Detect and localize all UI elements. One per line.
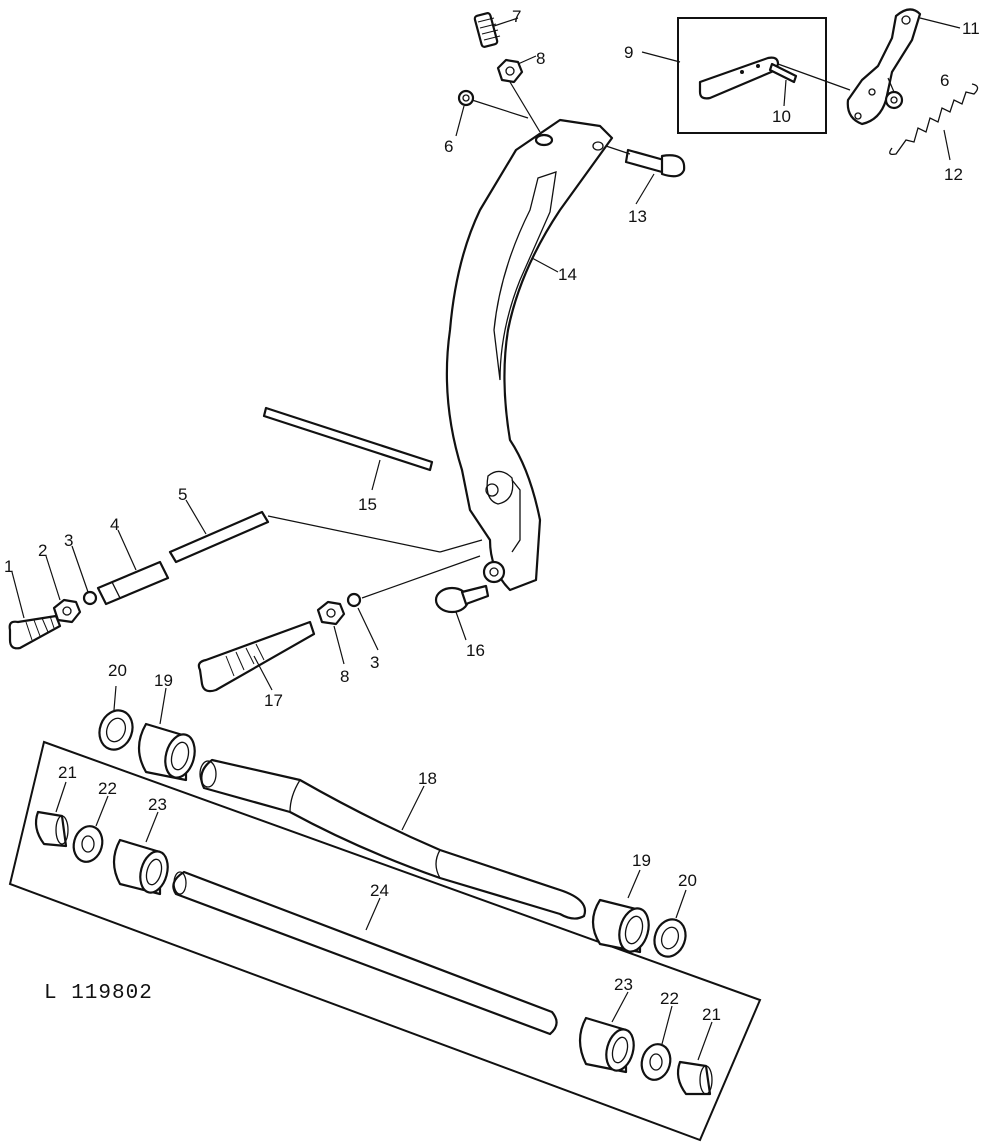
part-20-seal-left — [98, 709, 134, 751]
part-3-clip-mid — [346, 592, 362, 608]
callout-20-left: 20 — [108, 661, 127, 680]
part-22-nut-right — [640, 1043, 672, 1081]
callout-23-left: 23 — [148, 795, 167, 814]
inset-box — [677, 17, 827, 134]
callout-4: 4 — [110, 515, 119, 534]
callout-13: 13 — [628, 207, 647, 226]
part-20-seal-right — [653, 918, 687, 958]
part-4-sleeve — [96, 560, 170, 606]
part-23-bushing-left — [112, 838, 169, 896]
callout-19-right: 19 — [632, 851, 651, 870]
callout-2: 2 — [38, 541, 47, 560]
callout-24: 24 — [370, 881, 389, 900]
part-21-cap-right — [676, 1060, 713, 1096]
callout-3-mid: 3 — [370, 653, 379, 672]
callout-21-right: 21 — [702, 1005, 721, 1024]
callout-15: 15 — [358, 495, 377, 514]
callout-3: 3 — [64, 531, 73, 550]
part-19-bushing-left — [137, 722, 196, 782]
part-23-bushing-right — [578, 1016, 635, 1074]
part-15-rod — [262, 406, 434, 472]
callout-19-left: 19 — [154, 671, 173, 690]
callout-10: 10 — [772, 107, 791, 126]
callout-12: 12 — [944, 165, 963, 184]
part-6-clip-right — [884, 90, 904, 110]
callout-20-right: 20 — [678, 871, 697, 890]
part-18-shaft — [199, 758, 587, 920]
callout-22-right: 22 — [660, 989, 679, 1008]
part-10-pin — [768, 62, 798, 84]
callout-9: 9 — [624, 43, 633, 62]
part-5-rod — [168, 510, 270, 564]
part-13-bolt — [624, 148, 686, 178]
callout-1: 1 — [4, 557, 13, 576]
part-14-arm — [445, 118, 614, 592]
part-6-clip-left — [457, 89, 475, 107]
part-22-nut-left — [72, 825, 104, 863]
part-16-pin — [434, 584, 490, 614]
lower-box — [8, 740, 762, 1142]
part-12-spring — [889, 83, 979, 156]
part-11-lever — [846, 8, 922, 126]
part-1-bolt — [8, 614, 62, 650]
part-3-clip-left — [82, 590, 98, 606]
part-9-plate — [698, 56, 780, 100]
leader-lines — [11, 17, 961, 1061]
part-19-bushing-right — [591, 898, 650, 954]
part-21-cap-left — [34, 810, 69, 848]
callout-16: 16 — [466, 641, 485, 660]
callout-labels: 1 2 3 4 5 7 8 6 9 10 11 6 12 13 14 15 16… — [4, 7, 980, 1024]
callout-5: 5 — [178, 485, 187, 504]
part-8-nut-top — [496, 58, 524, 84]
part-24-shaft — [172, 870, 558, 1036]
callout-6: 6 — [444, 137, 453, 156]
callout-17: 17 — [264, 691, 283, 710]
callout-21-left: 21 — [58, 763, 77, 782]
part-8-nut-mid — [316, 600, 346, 626]
part-7-setscrew — [473, 12, 501, 48]
callout-8-mid: 8 — [340, 667, 349, 686]
callout-22-left: 22 — [98, 779, 117, 798]
callout-7: 7 — [512, 7, 521, 26]
callout-23-right: 23 — [614, 975, 633, 994]
callout-14: 14 — [558, 265, 577, 284]
callout-11: 11 — [962, 19, 980, 38]
callout-8: 8 — [536, 49, 545, 68]
figure-code: L 119802 — [44, 982, 153, 1005]
part-2-nut — [52, 598, 82, 624]
part-17-bolt — [197, 620, 316, 693]
callout-6-right: 6 — [940, 71, 949, 90]
callout-18: 18 — [418, 769, 437, 788]
